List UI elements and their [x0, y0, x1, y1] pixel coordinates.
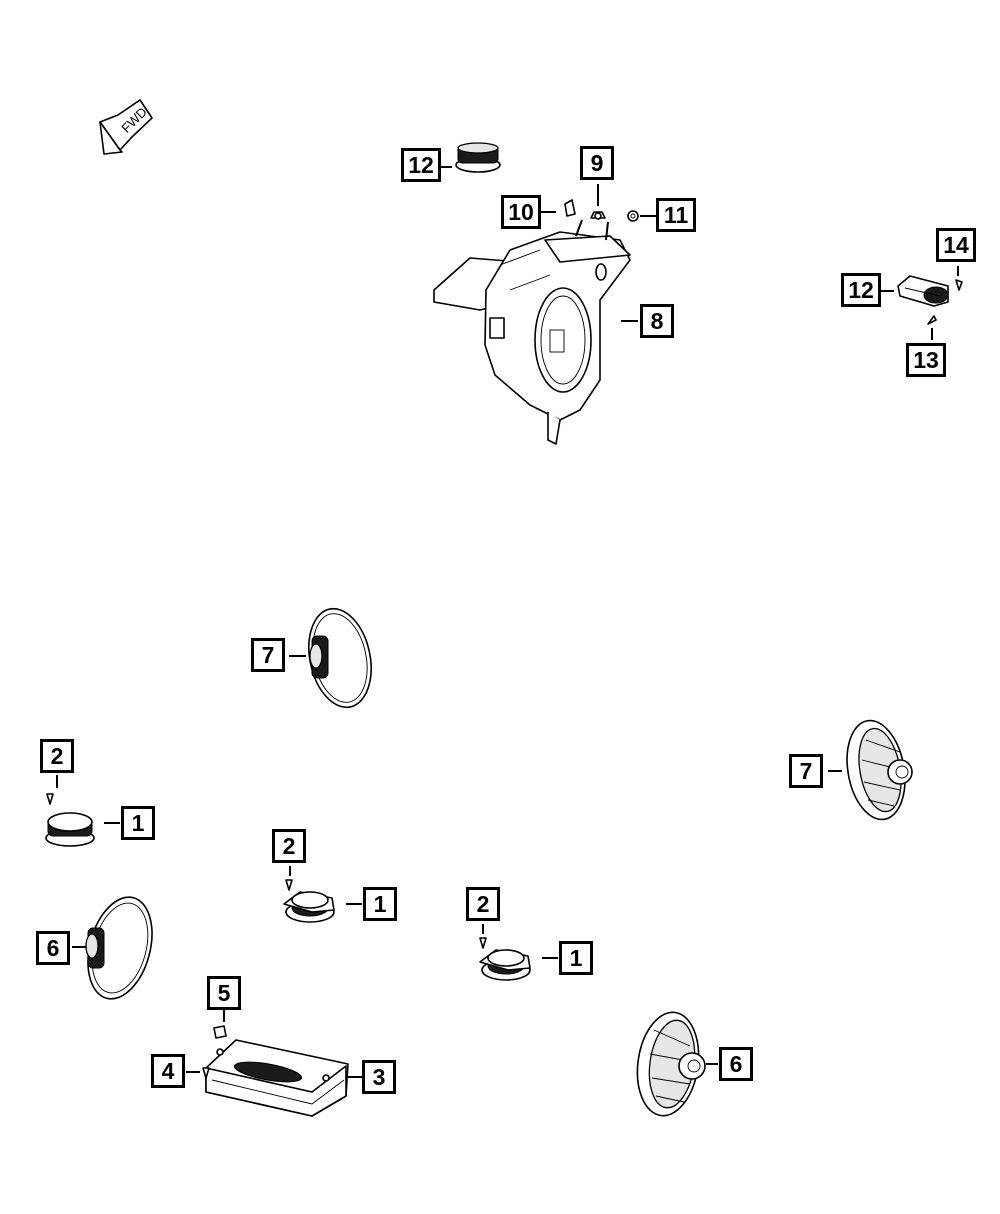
callout-13: 13	[906, 343, 946, 377]
callout-6-right: 6	[719, 1047, 753, 1081]
callout-1-right: 1	[559, 941, 593, 975]
speaker-rear-left	[85, 896, 153, 1000]
speaker-front-right	[846, 719, 913, 821]
callout-2-right: 2	[466, 887, 500, 921]
callout-7-right: 7	[789, 754, 823, 788]
callout-12-right: 12	[841, 273, 881, 307]
tweeter-right	[897, 275, 963, 325]
callout-4: 4	[151, 1054, 185, 1088]
callout-7-left: 7	[251, 638, 285, 672]
callout-12-top: 12	[401, 148, 441, 182]
callout-2-left: 2	[40, 739, 74, 773]
callout-1-middle: 1	[363, 887, 397, 921]
callout-3: 3	[362, 1060, 396, 1094]
tweeter-top	[455, 142, 501, 173]
tweeter-middle	[283, 879, 335, 923]
callout-1-left: 1	[121, 806, 155, 840]
speaker-front-left	[308, 607, 372, 709]
mounting-hardware	[564, 199, 639, 241]
callout-8: 8	[640, 304, 674, 338]
callout-2-middle: 2	[272, 829, 306, 863]
speaker-enclosure	[433, 231, 631, 445]
callout-9: 9	[580, 146, 614, 180]
callout-10: 10	[501, 195, 541, 229]
callout-11: 11	[656, 198, 696, 232]
speaker-rear-right	[636, 1011, 706, 1117]
leader-lines	[56, 166, 959, 1078]
callout-6-left: 6	[36, 931, 70, 965]
callout-14: 14	[936, 228, 976, 262]
tweeter-center-right	[479, 937, 531, 981]
callout-5: 5	[207, 976, 241, 1010]
tweeter-left	[45, 793, 95, 847]
amplifier	[202, 1025, 349, 1117]
forward-direction-arrow: FWD	[99, 99, 153, 155]
